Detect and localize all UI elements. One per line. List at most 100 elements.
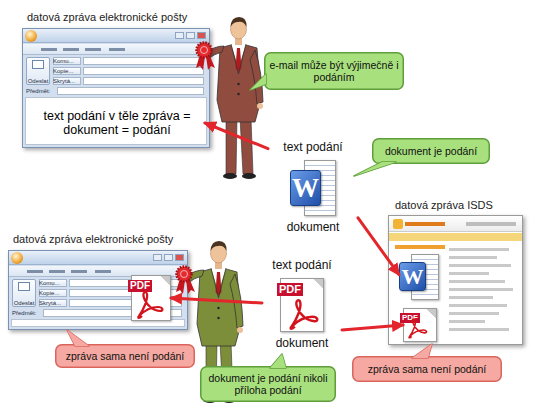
callout-tail-fill <box>67 330 89 346</box>
callout-box <box>56 345 195 368</box>
callout-box <box>201 367 336 402</box>
isds-text-line <box>449 256 497 259</box>
callout: dokument je podání <box>372 138 490 164</box>
isds-text-line <box>449 272 489 275</box>
red-arrow <box>171 298 262 303</box>
businessman-brown <box>202 17 263 179</box>
isds-text-line <box>449 304 507 307</box>
pdf-label: PDF <box>277 283 303 296</box>
pdf-icon: PDF <box>131 275 171 321</box>
document: text podáníPDFdokument <box>262 258 342 358</box>
word-icon: W <box>290 160 336 216</box>
window-control <box>175 254 184 261</box>
callout-tail-fill <box>354 162 396 176</box>
address-field <box>83 77 204 85</box>
isds-logo-bar <box>405 222 445 226</box>
doc-caption: dokument <box>258 220 368 235</box>
red-arrow <box>358 218 399 275</box>
address-button <box>53 77 81 85</box>
address-button <box>39 279 67 287</box>
mail-window: datová zpráva elektronické poštytext pod… <box>22 28 210 148</box>
window-heading: datová zpráva elektronické pošty <box>13 232 213 246</box>
isds-text-line <box>449 296 493 299</box>
pdf-icon: PDF <box>403 308 437 342</box>
callout-tail <box>67 330 89 346</box>
send-icon <box>18 282 30 291</box>
subject-field <box>57 87 204 95</box>
callout-box <box>353 357 502 382</box>
isds-window: datová zpráva ISDSWPDF <box>388 215 523 345</box>
callout: zpráva sama není podání <box>352 356 502 382</box>
isds-text-line <box>449 288 513 291</box>
callout-tail <box>354 162 396 176</box>
word-icon: W <box>399 254 439 300</box>
word-letter: W <box>291 171 320 205</box>
window-heading: datová zpráva elektronické pošty <box>27 10 227 24</box>
address-field <box>83 67 204 75</box>
address-button <box>39 289 67 297</box>
rosette-bottom <box>176 267 195 295</box>
ribbon-tab <box>27 270 43 273</box>
callout-tail <box>250 74 266 90</box>
callout-text: zpráva sama není podání <box>352 356 502 382</box>
callout-tail-fill <box>250 74 266 90</box>
window-control <box>153 254 162 261</box>
callout-text: dokument je podání <box>372 138 490 164</box>
ribbon-tab <box>95 270 111 273</box>
red-arrow <box>342 325 403 330</box>
callout-tail <box>270 354 286 368</box>
window-control <box>164 254 173 261</box>
isds-logo <box>393 219 403 229</box>
red-arrow <box>205 123 268 149</box>
window-heading: datová zpráva ISDS <box>395 198 525 212</box>
address-button <box>39 299 67 307</box>
doc-caption: text podání <box>258 140 368 155</box>
word-badge: W <box>399 262 426 291</box>
callout-box <box>373 139 490 164</box>
isds-nav <box>466 222 516 226</box>
doc-caption: dokument <box>252 336 352 351</box>
isds-text-line <box>449 280 505 283</box>
isds-text-line <box>449 312 499 315</box>
office-button <box>11 252 23 264</box>
callout-tail-fill <box>412 344 432 358</box>
doc-caption: text podání <box>252 258 352 273</box>
pdf-icon: PDF <box>280 278 324 332</box>
callout-text: dokument je podání nikoli příloha podání <box>200 366 336 402</box>
callout-text: zpráva sama není podání <box>55 344 195 368</box>
callout: dokument je podání nikoli příloha podání <box>200 366 336 402</box>
message-text: text podání v těle zpráva = dokument = p… <box>29 101 205 145</box>
word-letter: W <box>400 263 425 290</box>
word-badge: W <box>290 170 321 206</box>
pdf-attachment: PDF <box>131 275 171 321</box>
window-control <box>186 32 195 39</box>
office-button <box>25 30 37 42</box>
pdf-label: PDF <box>400 313 420 323</box>
isds-text-line <box>449 248 509 251</box>
address-button <box>53 57 81 65</box>
isds-text-line <box>449 320 485 323</box>
ribbon-tab <box>41 48 57 51</box>
document: text podáníWdokument <box>268 140 358 248</box>
isds-text-line <box>449 328 509 331</box>
ribbon-tab <box>85 48 101 51</box>
callout: zpráva sama není podání <box>55 344 195 368</box>
rosette-top <box>196 43 215 71</box>
isds-tab <box>395 245 445 249</box>
callout: e-mail může být výjimečně i podáním <box>264 52 404 90</box>
callout-box <box>265 53 404 90</box>
window-control <box>175 32 184 39</box>
pdf-attachment: PDF <box>403 308 437 342</box>
pdf-swirl <box>138 292 162 318</box>
address-field <box>83 57 204 65</box>
mail-window: datová zpráva elektronické poštyPDF <box>8 250 188 330</box>
ribbon-tab <box>109 48 125 51</box>
send-icon <box>32 60 44 69</box>
ribbon-tab <box>71 270 87 273</box>
ribbon-tab <box>49 270 65 273</box>
body-text: text podání v těle zpráva = dokument = p… <box>29 101 205 145</box>
callout-tail <box>412 344 432 358</box>
ribbon-tab <box>63 48 79 51</box>
